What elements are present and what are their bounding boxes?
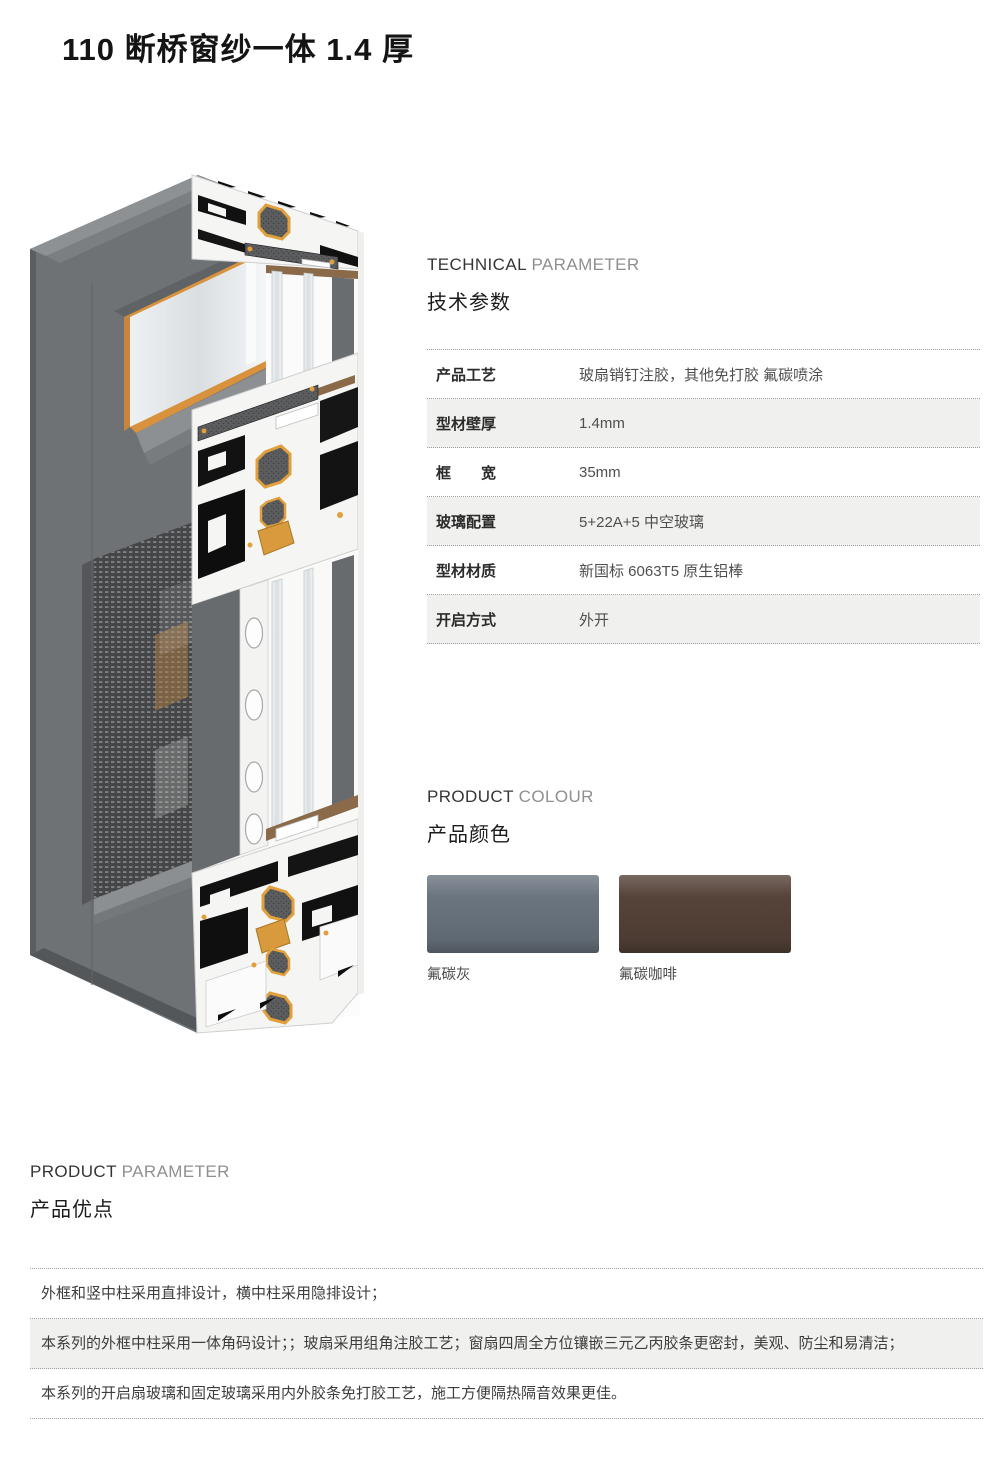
feature-item: 本系列的开启扇玻璃和固定玻璃采用内外胶条免打胶工艺，施工方便隔热隔音效果更佳。 (30, 1369, 983, 1419)
row-value: 35mm (579, 463, 621, 481)
technical-heading-en-strong: TECHNICAL (427, 255, 527, 274)
table-row: 产品工艺 玻扇销钉注胶，其他免打胶 氟碳喷涂 (427, 350, 980, 399)
colour-swatch-item: 氟碳灰 (427, 875, 599, 984)
product-colour-section: PRODUCT COLOUR 产品颜色 氟碳灰 氟碳咖啡 (427, 787, 980, 983)
row-value: 外开 (579, 611, 610, 629)
colour-heading-cn: 产品颜色 (427, 824, 511, 846)
swatch-label: 氟碳咖啡 (619, 967, 677, 983)
feature-item: 本系列的外框中柱采用一体角码设计；；玻扇采用组角注胶工艺；窗扇四周全方位镶嵌三元… (30, 1319, 983, 1369)
window-cutaway-illustration (30, 174, 364, 1034)
row-label: 开启方式 (436, 611, 497, 629)
colour-heading-en-light: COLOUR (518, 787, 594, 806)
technical-heading-en-light: PARAMETER (531, 255, 640, 274)
table-row: 框 宽 35mm (427, 448, 980, 497)
technical-parameter-section: TECHNICAL PARAMETER 技术参数 产品工艺 玻扇销钉注胶，其他免… (427, 255, 980, 644)
product-advantages-section: PRODUCT PARAMETER 产品优点 外框和竖中柱采用直排设计，横中柱采… (30, 1162, 983, 1419)
swatch-row: 氟碳灰 氟碳咖啡 (427, 875, 791, 984)
swatch-label: 氟碳灰 (427, 967, 471, 983)
technical-heading-en: TECHNICAL PARAMETER (427, 255, 980, 275)
table-row: 型材壁厚 1.4mm (427, 399, 980, 448)
row-value: 5+22A+5 中空玻璃 (579, 513, 705, 531)
row-label: 产品工艺 (436, 366, 497, 384)
page-title: 110 断桥窗纱一体 1.4 厚 (62, 32, 414, 67)
features-heading-en-light: PARAMETER (121, 1162, 230, 1181)
feature-list: 外框和竖中柱采用直排设计，横中柱采用隐排设计； 本系列的外框中柱采用一体角码设计… (30, 1268, 983, 1419)
row-value: 新国标 6063T5 原生铝棒 (579, 562, 744, 580)
technical-heading-cn: 技术参数 (427, 292, 511, 314)
table-row: 玻璃配置 5+22A+5 中空玻璃 (427, 497, 980, 546)
row-value: 玻扇销钉注胶，其他免打胶 氟碳喷涂 (579, 366, 824, 384)
row-label: 玻璃配置 (436, 513, 497, 531)
features-heading-en-strong: PRODUCT (30, 1162, 117, 1181)
colour-swatch-item: 氟碳咖啡 (619, 875, 791, 984)
row-label: 型材材质 (436, 562, 497, 580)
colour-swatch-coffee (619, 875, 791, 953)
row-label: 型材壁厚 (436, 415, 497, 433)
colour-swatch-gray (427, 875, 599, 953)
features-heading-en: PRODUCT PARAMETER (30, 1162, 983, 1182)
feature-item: 外框和竖中柱采用直排设计，横中柱采用隐排设计； (30, 1269, 983, 1319)
colour-heading-en: PRODUCT COLOUR (427, 787, 980, 807)
row-value: 1.4mm (579, 414, 625, 432)
colour-heading-en-strong: PRODUCT (427, 787, 514, 806)
window-profile-render (20, 165, 410, 1045)
table-row: 型材材质 新国标 6063T5 原生铝棒 (427, 546, 980, 595)
features-heading-cn: 产品优点 (30, 1199, 114, 1221)
table-row: 开启方式 外开 (427, 595, 980, 644)
technical-table: 产品工艺 玻扇销钉注胶，其他免打胶 氟碳喷涂 型材壁厚 1.4mm 框 宽 35… (427, 349, 980, 644)
row-label: 框 宽 (436, 464, 497, 482)
